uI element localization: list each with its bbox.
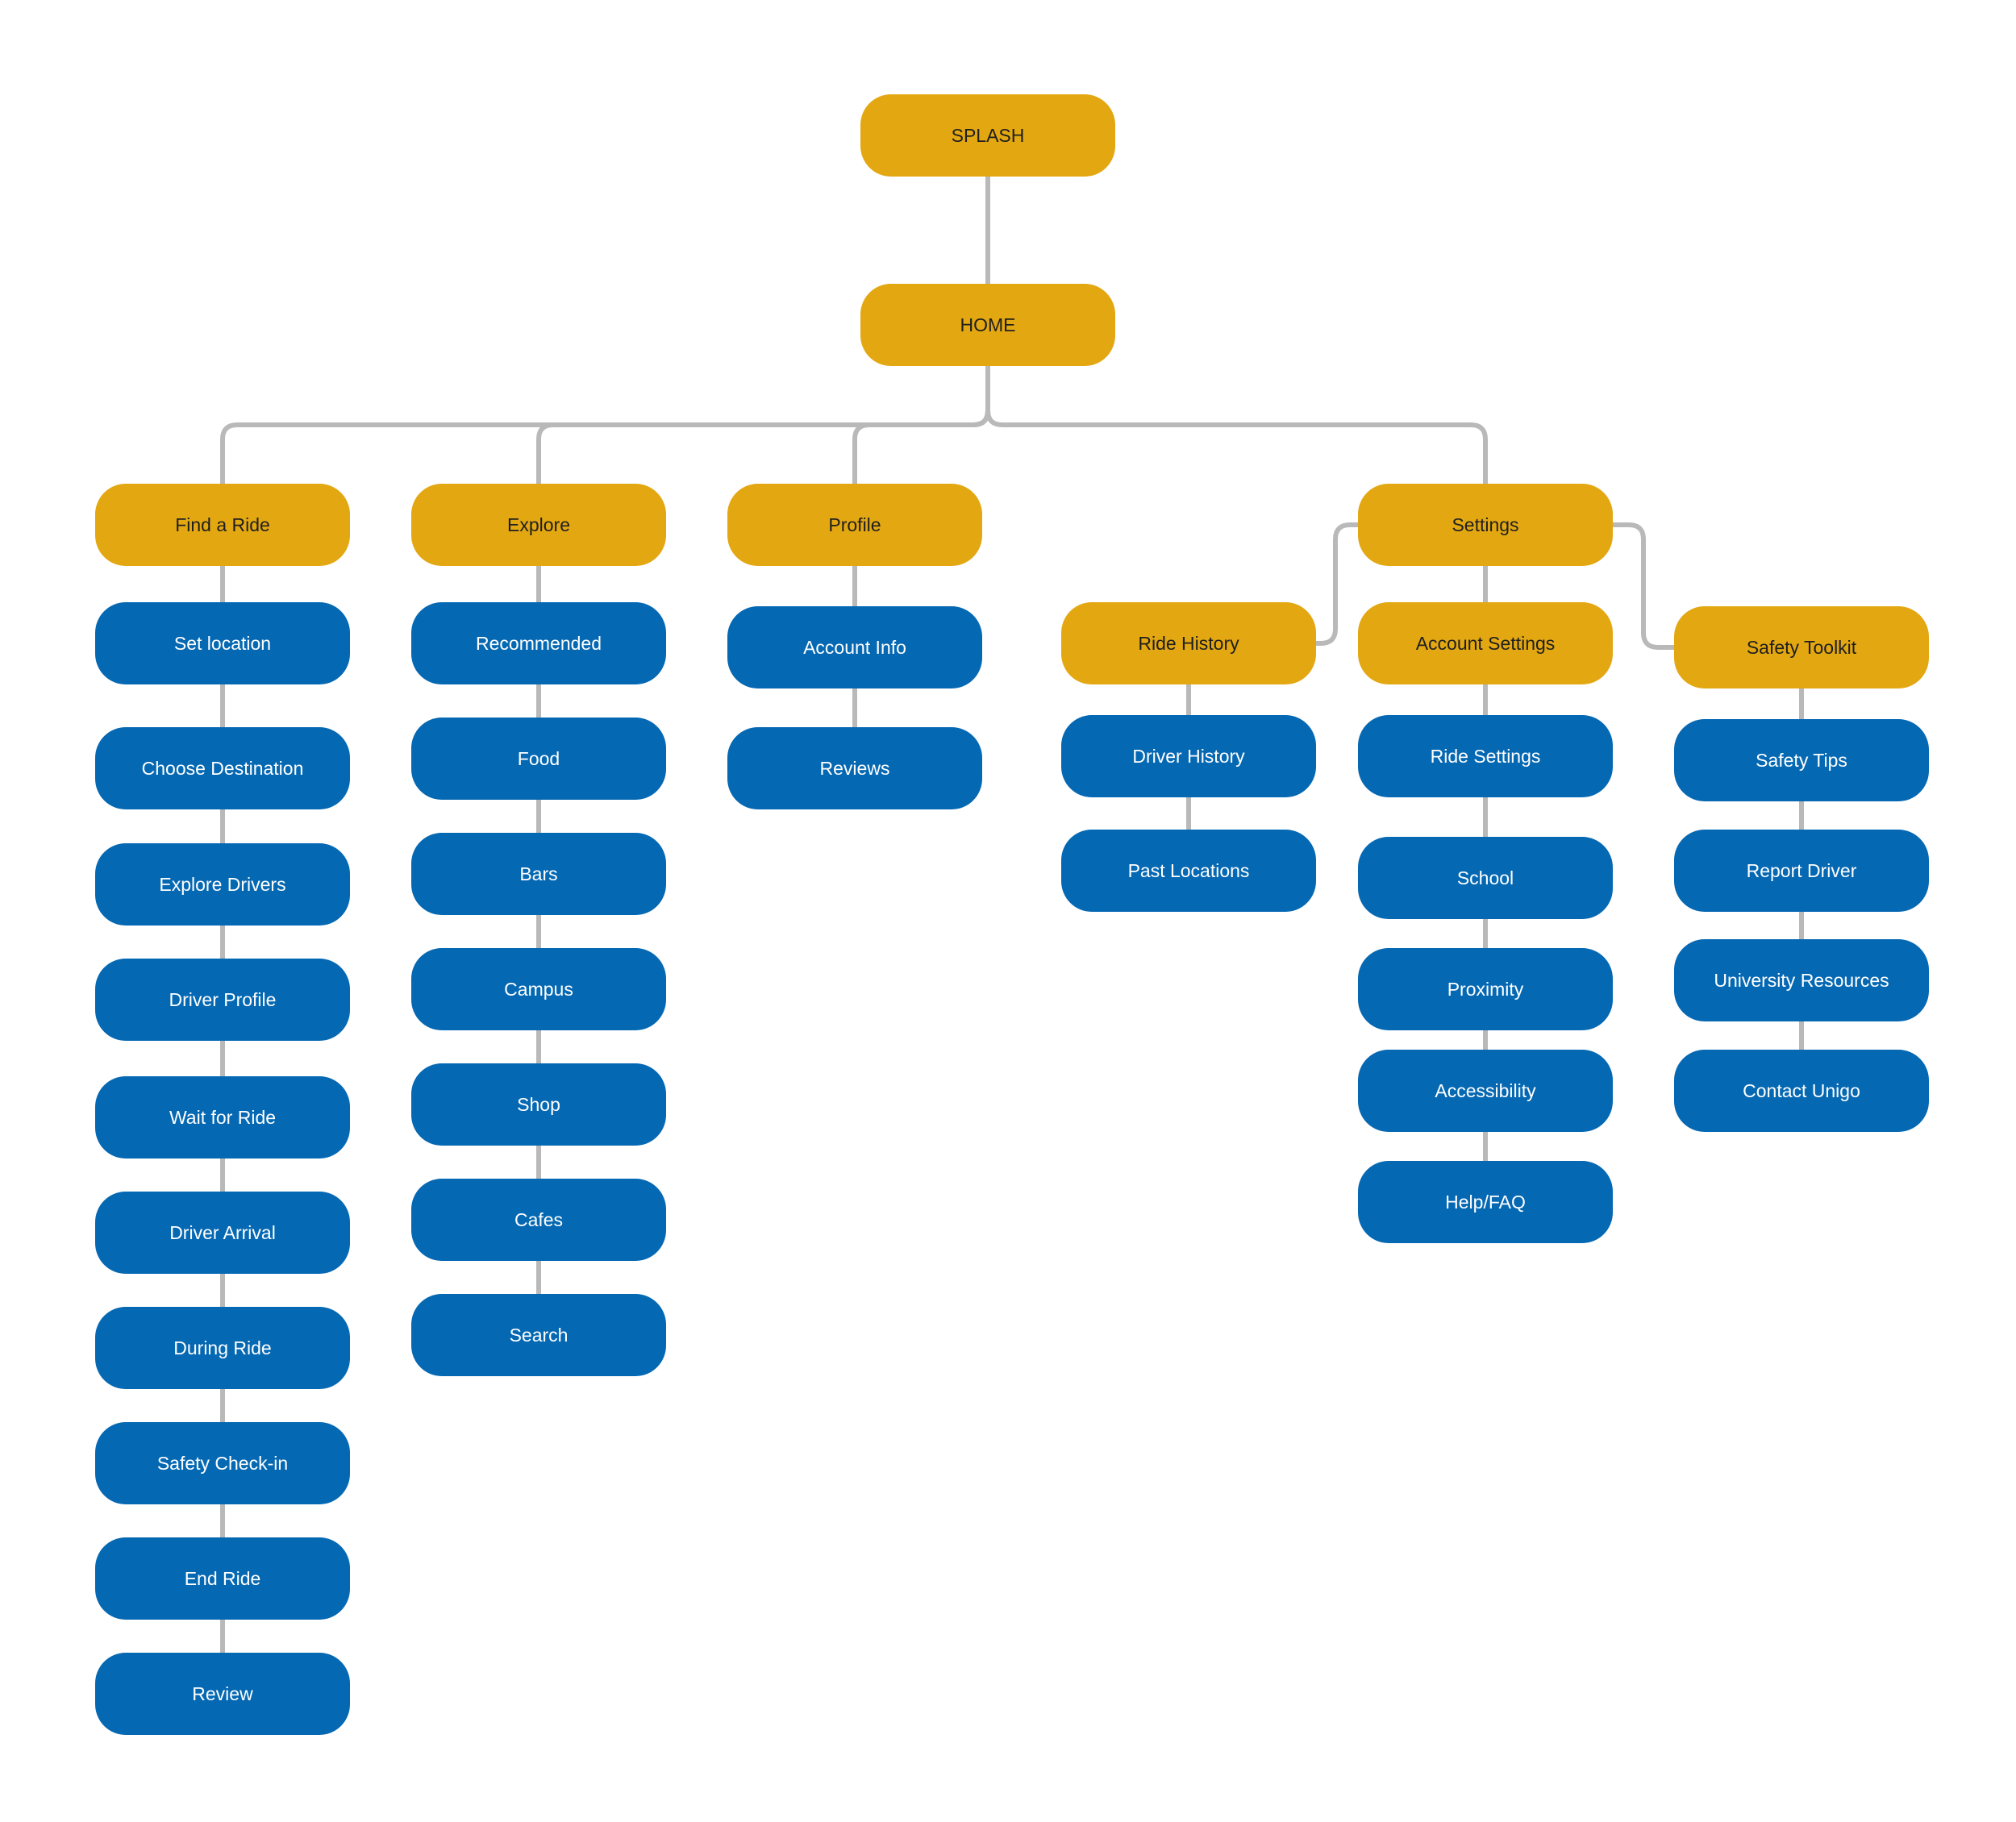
- node-label: Explore Drivers: [159, 873, 286, 895]
- node-school: School: [1358, 837, 1613, 919]
- connector-home-to-find-a-ride: [220, 364, 990, 486]
- node-accessibility: Accessibility: [1358, 1050, 1613, 1132]
- node-label: During Ride: [173, 1337, 272, 1358]
- node-during-ride: During Ride: [95, 1307, 350, 1389]
- node-help-faq: Help/FAQ: [1358, 1161, 1613, 1243]
- node-driver-arrival: Driver Arrival: [95, 1192, 350, 1274]
- node-label: Safety Tips: [1756, 749, 1847, 771]
- node-ride-settings: Ride Settings: [1358, 715, 1613, 797]
- connector-home-to-explore: [536, 364, 990, 486]
- node-recommended: Recommended: [411, 602, 666, 684]
- node-cafes: Cafes: [411, 1179, 666, 1261]
- node-search: Search: [411, 1294, 666, 1376]
- node-account-settings: Account Settings: [1358, 602, 1613, 684]
- node-safety-toolkit: Safety Toolkit: [1674, 606, 1929, 688]
- node-label: Driver History: [1132, 745, 1245, 767]
- node-find-a-ride: Find a Ride: [95, 484, 350, 566]
- node-past-locations: Past Locations: [1061, 830, 1316, 912]
- node-ride-history: Ride History: [1061, 602, 1316, 684]
- node-label: Proximity: [1447, 978, 1524, 1000]
- node-label: Search: [509, 1324, 569, 1346]
- node-report-driver: Report Driver: [1674, 830, 1929, 912]
- connector-settings-to-safety-toolkit: [1610, 522, 1677, 650]
- node-label: Ride Settings: [1430, 745, 1541, 767]
- node-choose-destination: Choose Destination: [95, 727, 350, 809]
- node-label: Find a Ride: [175, 514, 270, 535]
- node-driver-history: Driver History: [1061, 715, 1316, 797]
- node-safety-check-in: Safety Check-in: [95, 1422, 350, 1504]
- node-label: Choose Destination: [141, 757, 304, 779]
- node-label: Campus: [504, 978, 573, 1000]
- node-home: HOME: [860, 284, 1115, 366]
- node-label: Recommended: [476, 632, 602, 654]
- node-label: Bars: [519, 863, 558, 884]
- node-label: Safety Toolkit: [1746, 636, 1857, 658]
- connector-home-to-settings: [985, 364, 1488, 486]
- node-reviews: Reviews: [727, 727, 982, 809]
- node-label: Settings: [1452, 514, 1519, 535]
- node-label: Wait for Ride: [169, 1106, 277, 1128]
- node-contact-unigo: Contact Unigo: [1674, 1050, 1929, 1132]
- node-safety-tips: Safety Tips: [1674, 719, 1929, 801]
- node-label: Set location: [173, 632, 272, 654]
- node-label: Cafes: [514, 1208, 564, 1230]
- node-label: Reviews: [819, 757, 890, 779]
- node-settings: Settings: [1358, 484, 1613, 566]
- node-review: Review: [95, 1653, 350, 1735]
- node-label: Report Driver: [1746, 859, 1857, 881]
- node-driver-profile: Driver Profile: [95, 959, 350, 1041]
- node-account-info: Account Info: [727, 606, 982, 688]
- node-label: Food: [517, 747, 560, 769]
- node-label: University Resources: [1714, 969, 1889, 991]
- node-label: Safety Check-in: [156, 1452, 289, 1474]
- node-label: HOME: [960, 314, 1016, 335]
- node-label: Driver Arrival: [169, 1221, 276, 1243]
- node-label: Profile: [828, 514, 881, 535]
- node-label: SPLASH: [951, 124, 1025, 146]
- node-label: Explore: [507, 514, 570, 535]
- node-label: Help/FAQ: [1445, 1191, 1526, 1213]
- node-set-location: Set location: [95, 602, 350, 684]
- connector-home-to-profile: [852, 364, 990, 486]
- node-label: Contact Unigo: [1743, 1079, 1860, 1101]
- node-label: Past Locations: [1127, 859, 1250, 881]
- node-proximity: Proximity: [1358, 948, 1613, 1030]
- node-bars: Bars: [411, 833, 666, 915]
- node-label: Driver Profile: [169, 988, 277, 1010]
- node-university-resources: University Resources: [1674, 939, 1929, 1021]
- node-label: Review: [192, 1683, 253, 1704]
- node-food: Food: [411, 718, 666, 800]
- node-campus: Campus: [411, 948, 666, 1030]
- node-end-ride: End Ride: [95, 1537, 350, 1620]
- node-label: School: [1456, 867, 1514, 888]
- connector-settings-to-ride-history: [1314, 522, 1360, 646]
- node-label: Accessibility: [1435, 1079, 1536, 1101]
- node-label: End Ride: [184, 1567, 261, 1589]
- node-explore: Explore: [411, 484, 666, 566]
- node-label: Account Info: [803, 636, 906, 658]
- node-shop: Shop: [411, 1063, 666, 1146]
- node-label: Account Settings: [1415, 632, 1556, 654]
- node-profile: Profile: [727, 484, 982, 566]
- node-label: Shop: [517, 1093, 560, 1115]
- node-wait-for-ride: Wait for Ride: [95, 1076, 350, 1159]
- node-explore-drivers: Explore Drivers: [95, 843, 350, 926]
- node-splash: SPLASH: [860, 94, 1115, 177]
- node-label: Ride History: [1138, 632, 1239, 654]
